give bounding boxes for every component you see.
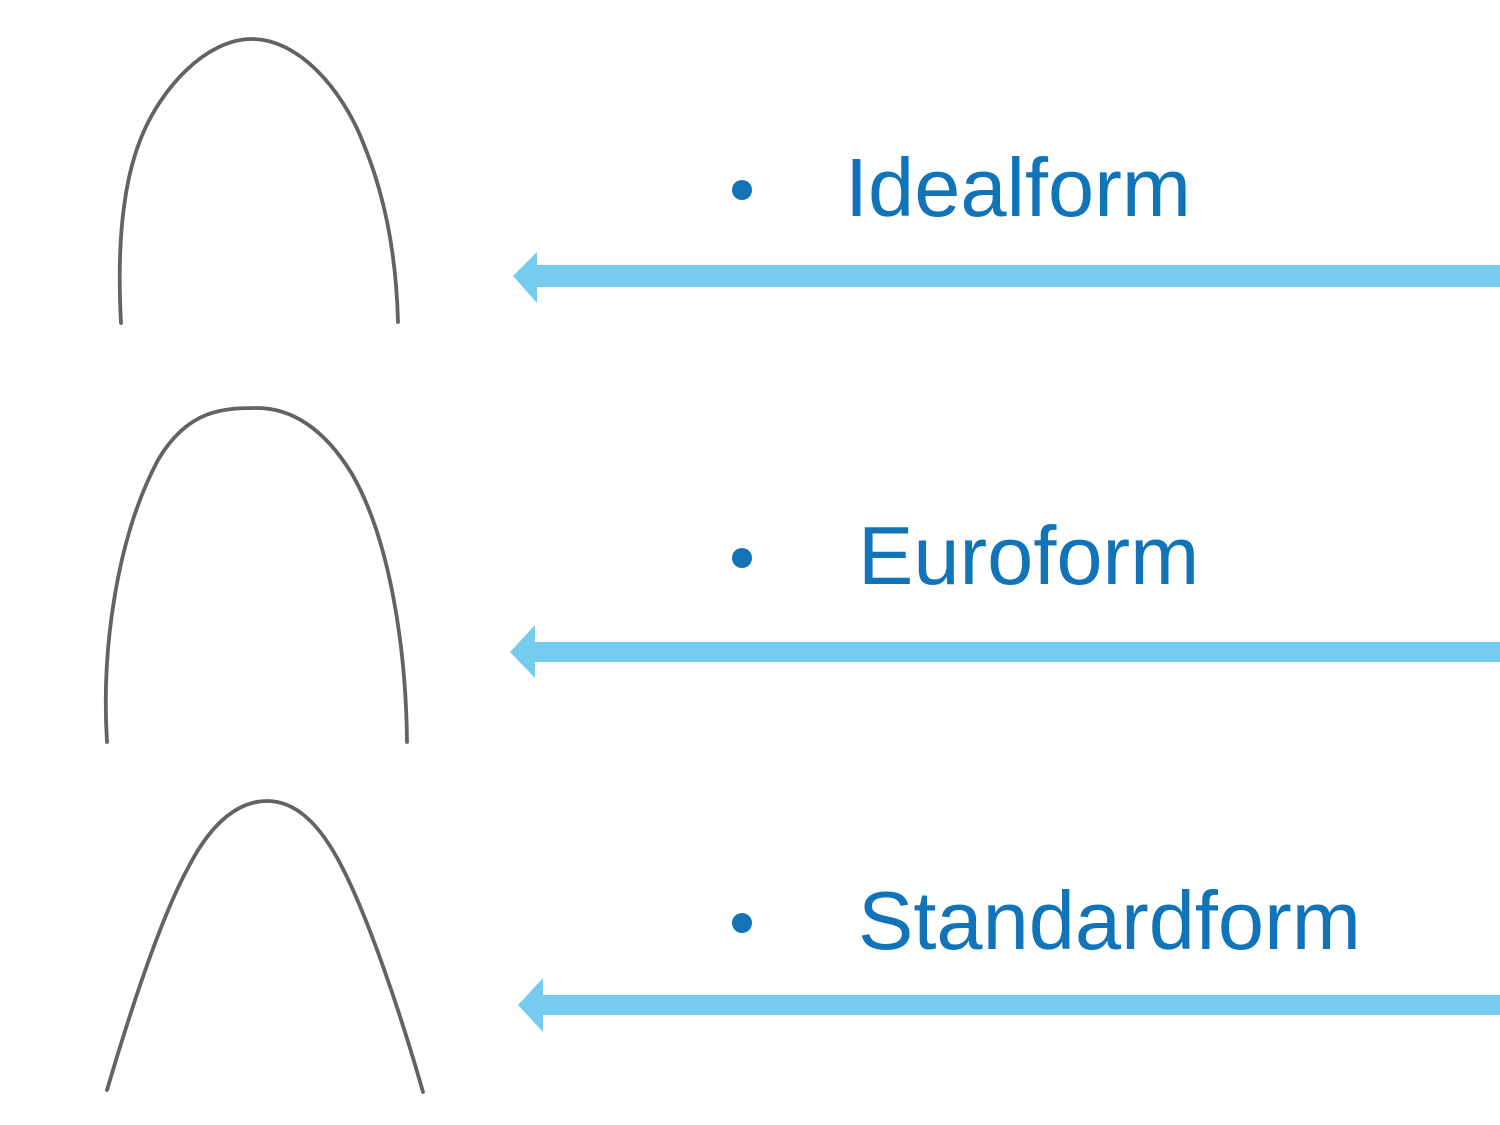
arrow-left-shape bbox=[510, 625, 1500, 678]
idealform-wire-path bbox=[117, 37, 400, 325]
arrow-left-shape bbox=[513, 252, 1500, 303]
idealform-arrow-left-icon bbox=[513, 252, 1500, 303]
standardform-arrow-left-icon bbox=[518, 978, 1500, 1032]
standardform-label: Standardform bbox=[858, 874, 1361, 967]
bullet-icon bbox=[732, 180, 752, 200]
euroform-arrow-left-icon bbox=[510, 625, 1500, 678]
bullet-icon bbox=[732, 913, 752, 933]
bullet-icon bbox=[732, 548, 752, 568]
euroform-wire-path bbox=[103, 406, 409, 744]
standardform-wire-path bbox=[105, 799, 425, 1094]
standardform-archwire-icon bbox=[105, 799, 425, 1094]
euroform-archwire-icon bbox=[103, 406, 409, 744]
euroform-label: Euroform bbox=[858, 509, 1200, 602]
idealform-archwire-icon bbox=[117, 37, 400, 325]
arrow-left-shape bbox=[518, 978, 1500, 1032]
idealform-label: Idealform bbox=[845, 141, 1191, 234]
